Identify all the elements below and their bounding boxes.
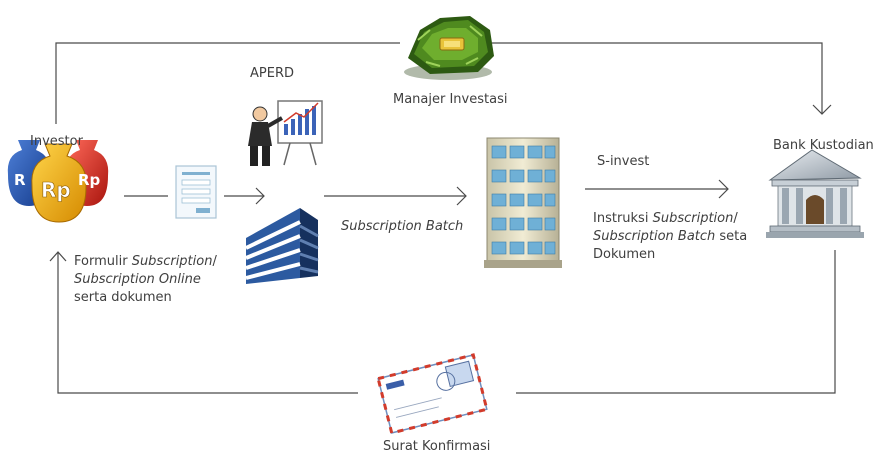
bank-kustodian-label: Bank Kustodian [773,138,874,153]
top-right-arrowhead [812,104,832,115]
bag-center-symbol: Rp [41,178,71,202]
sinvest-arrowhead [718,179,729,199]
formulir-line-2: Subscription Online [74,272,201,287]
bag-left-symbol: R [14,171,26,189]
investor-label: Investor [30,134,83,149]
bottom-left-connector [57,252,358,394]
bag-right-symbol: Rp [78,171,101,189]
top-connector [55,42,400,124]
instruksi-label: Instruksi Subscription/ Subscription Bat… [593,210,747,264]
form-document-icon [175,165,217,219]
formulir-line-3: serta dokumen [74,290,172,305]
s-invest-label: S-invest [597,154,650,169]
formulir-line-1: Formulir Subscription/ [74,254,217,269]
subscription-batch-label: Subscription Batch [341,219,464,234]
bank-icon [766,149,864,238]
aperd-label: APERD [250,66,294,81]
instruksi-line-3: Dokumen [593,247,656,262]
presenter-icon [248,100,323,166]
top-right-connector [492,42,823,114]
manajer-investasi-label: Manajer Investasi [393,92,508,107]
bottom-right-connector [516,250,836,394]
office-building-icon [245,208,319,284]
instruksi-line-1: Instruksi Subscription/ [593,211,738,226]
instruksi-line-2: Subscription Batch seta [593,229,748,244]
cash-bundle-icon [404,16,494,80]
money-bags-icon: R Rp Rp [7,140,109,223]
batch-arrowhead [456,186,467,206]
flow-lines [49,42,836,394]
formulir-label: Formulir Subscription/ Subscription Onli… [74,253,217,307]
envelope-icon [376,353,489,435]
form-to-aperd-arrowhead [255,187,265,205]
tower-building-icon [484,137,562,268]
surat-konfirmasi-label: Surat Konfirmasi [383,439,491,454]
bottom-left-arrowhead [49,251,67,262]
